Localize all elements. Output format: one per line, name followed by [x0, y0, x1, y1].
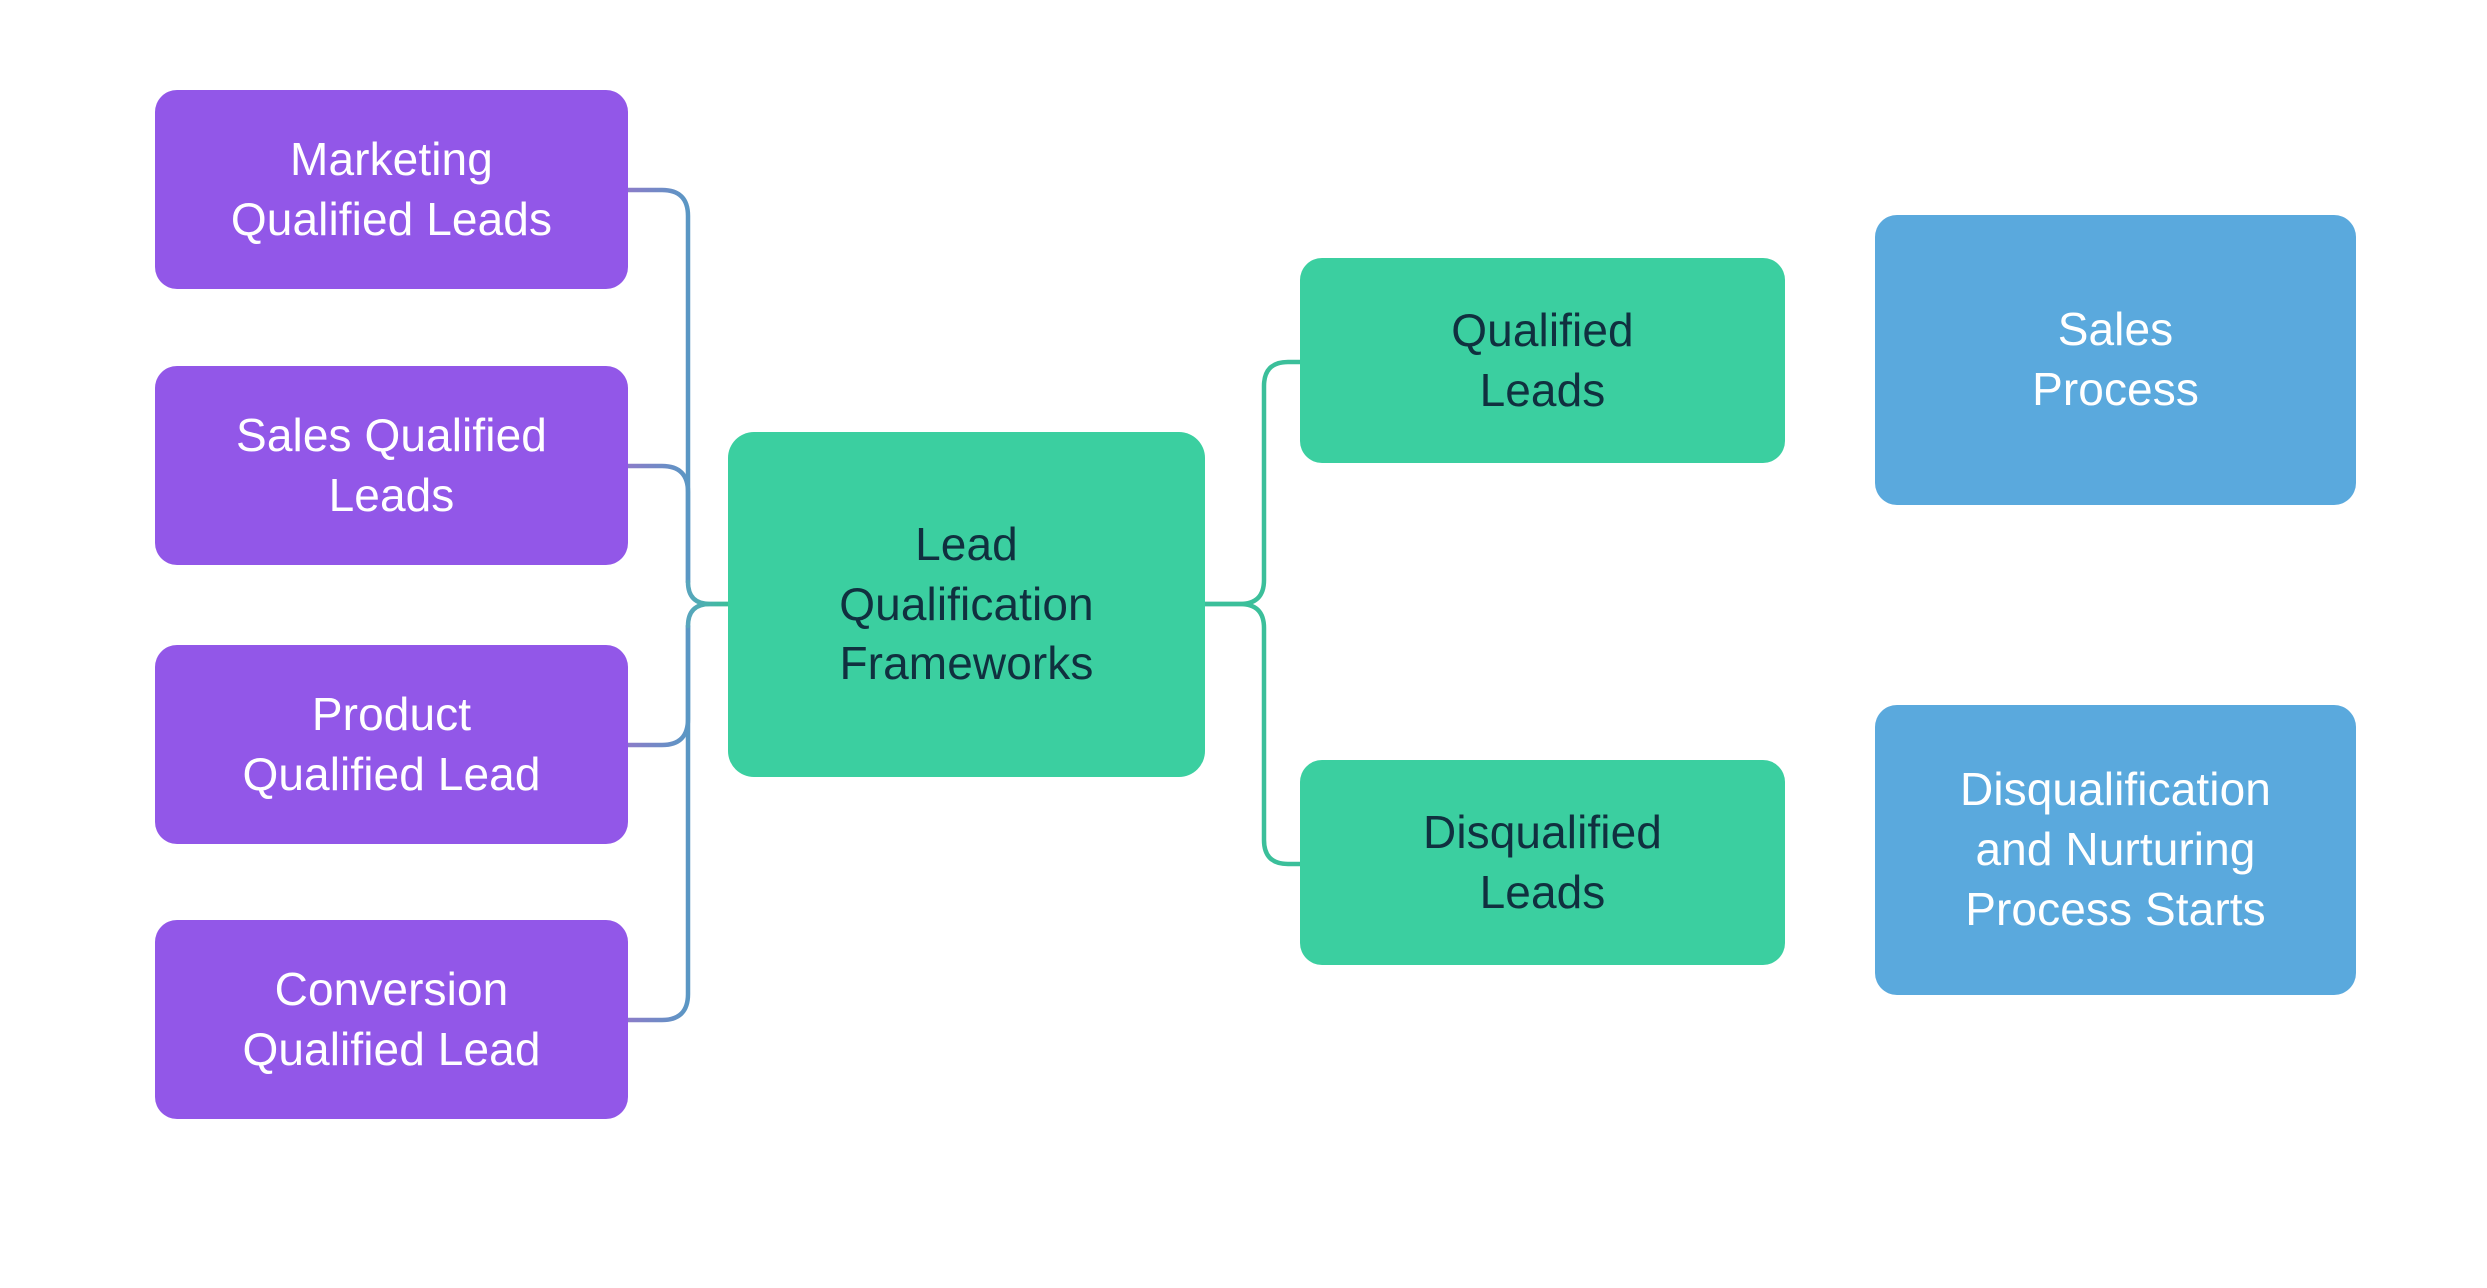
node-label: Marketing Qualified Leads: [230, 132, 553, 245]
node-conversion-qualified-lead[interactable]: Conversion Qualified Lead: [155, 920, 628, 1119]
node-marketing-qualified-leads[interactable]: Marketing Qualified Leads: [155, 90, 628, 289]
node-label: Disqualified Leads: [1423, 805, 1662, 918]
node-label: Disqualification and Nurturing Process S…: [1960, 763, 2271, 935]
node-label: Product Qualified Lead: [242, 687, 541, 800]
node-lead-qualification-frameworks[interactable]: Lead Qualification Frameworks: [728, 432, 1205, 777]
node-label: Sales Process: [2032, 303, 2199, 415]
node-label: Conversion Qualified Lead: [242, 962, 541, 1075]
node-sales-qualified-leads[interactable]: Sales Qualified Leads: [155, 366, 628, 565]
edge-hub-disqualified: [1202, 601, 1303, 867]
node-disqualification-nurturing[interactable]: Disqualification and Nurturing Process S…: [1875, 705, 2356, 995]
node-label: Sales Qualified Leads: [236, 408, 547, 521]
node-label: Qualified Leads: [1451, 303, 1634, 416]
edge-cql-hub: [625, 623, 691, 1023]
edge-pql-hub: [625, 623, 691, 748]
edge-hub-qualified: [1202, 359, 1303, 607]
edge-trunk-hub-lower: [685, 601, 731, 629]
edge-sql-hub: [625, 463, 691, 585]
node-disqualified-leads[interactable]: Disqualified Leads: [1300, 760, 1785, 965]
node-product-qualified-lead[interactable]: Product Qualified Lead: [155, 645, 628, 844]
node-label: Lead Qualification Frameworks: [839, 517, 1094, 690]
node-sales-process[interactable]: Sales Process: [1875, 215, 2356, 505]
edge-mql-hub: [625, 187, 691, 585]
edge-trunk-hub: [685, 579, 731, 607]
node-qualified-leads[interactable]: Qualified Leads: [1300, 258, 1785, 463]
